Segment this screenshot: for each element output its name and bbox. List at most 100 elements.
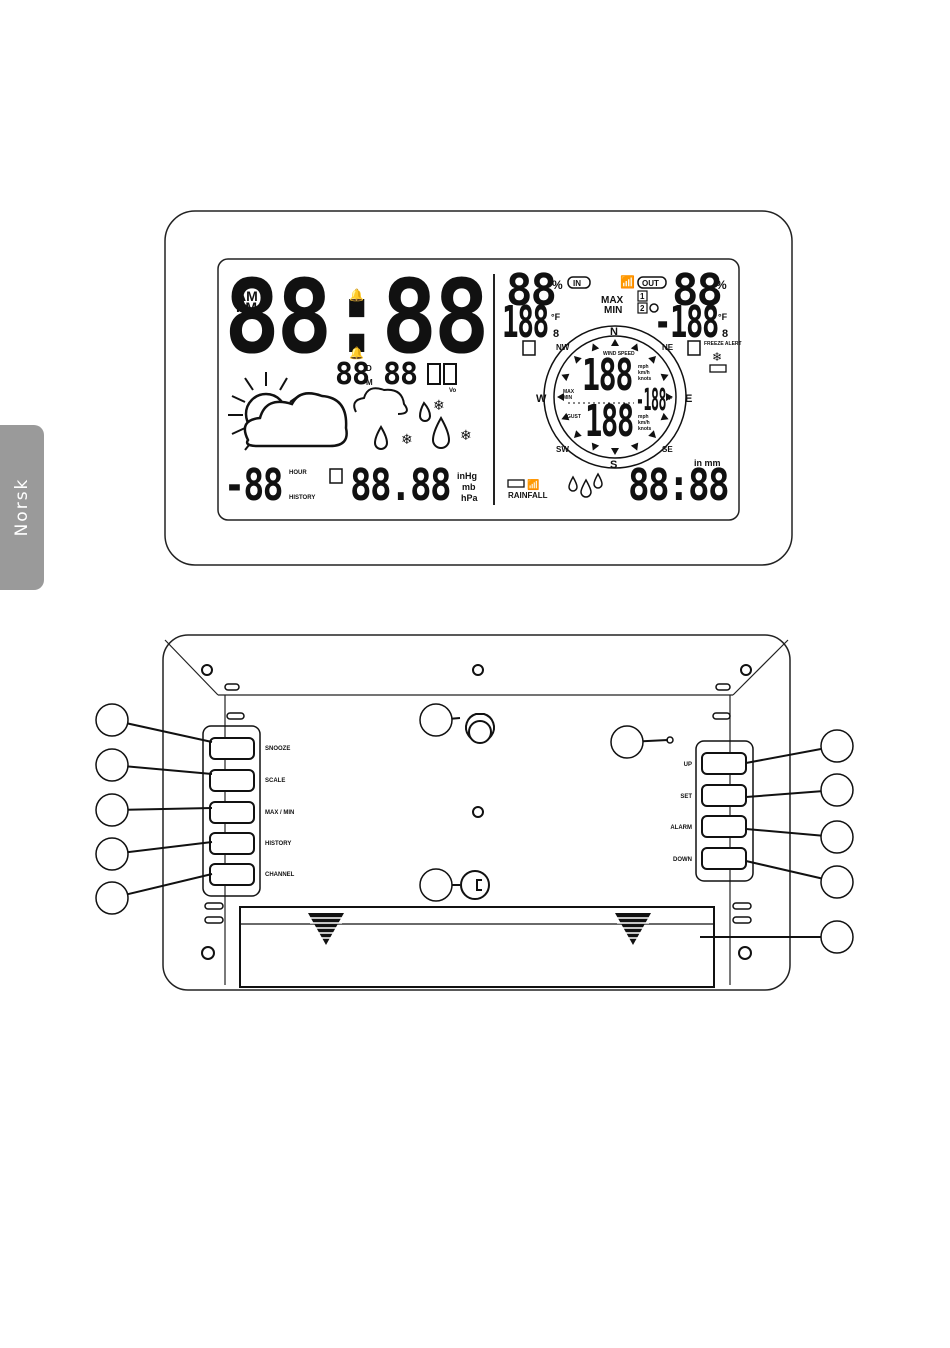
- back-button-right-label-1: UP: [684, 762, 692, 768]
- back-button-label-1: SNOOZE: [265, 746, 290, 752]
- screw-icons: [201, 664, 752, 960]
- wind-speed: 188: [582, 350, 632, 401]
- compass-pointer-segment: [573, 355, 582, 364]
- callout-circle: [419, 703, 453, 737]
- wind-chill-unit: °F: [667, 396, 672, 402]
- svg-text:❄: ❄: [460, 427, 472, 443]
- wind-speed-unit-mph: mph: [638, 364, 649, 370]
- outdoor-trend-icon: [687, 340, 701, 356]
- outdoor-humidity: 88: [672, 265, 721, 316]
- snowflake-icon: ❄ ❄ ❄: [401, 397, 472, 447]
- callout-circle: [95, 793, 129, 827]
- outdoor-temp-decimal: 8: [722, 328, 728, 340]
- back-button-5[interactable]: [209, 863, 255, 886]
- date-month: 88: [383, 357, 417, 392]
- indoor-temp: 188: [502, 297, 548, 348]
- compass-pointer-segment: [611, 339, 619, 346]
- callout-circle: [820, 820, 854, 854]
- back-button-right-4[interactable]: [701, 847, 747, 870]
- back-button-right-label-2: SET: [680, 794, 692, 800]
- compass-sw: SW: [556, 445, 569, 454]
- pressure-history-value: -88: [224, 460, 282, 511]
- svg-text:❄: ❄: [433, 397, 445, 413]
- date-m-mark: M: [366, 378, 373, 387]
- weekday-segment-2: [443, 363, 457, 385]
- pressure-unit-hpa: hPa: [461, 493, 479, 503]
- callout-circle: [419, 868, 453, 902]
- back-button-right-3[interactable]: [701, 815, 747, 838]
- wind-compass: N NE E SE S SW W NW: [536, 325, 692, 471]
- corner-line-tl: [164, 639, 219, 696]
- outdoor-max-label: MAX: [601, 295, 624, 306]
- compass-pointer-segment: [611, 448, 619, 455]
- compass-s: S: [610, 459, 617, 471]
- outdoor-badge: [637, 276, 667, 289]
- compass-pointer-segment: [648, 430, 657, 439]
- compass-pointer-segment: [648, 355, 657, 364]
- outdoor-temp: -188: [654, 297, 718, 348]
- callout-circle: [820, 729, 854, 763]
- back-button-right-label-3: ALARM: [670, 825, 692, 831]
- gust-speed: 188: [585, 396, 633, 447]
- compass-pointer-segment: [591, 343, 600, 352]
- back-button-right-label-4: DOWN: [673, 857, 692, 863]
- pressure-unit-inhg: inHg: [457, 471, 477, 481]
- indoor-badge-label: IN: [573, 279, 581, 288]
- cloud-rain-icon: [353, 387, 451, 450]
- compass-pointer-segment: [561, 373, 570, 382]
- outdoor-signal-icon: 📶: [620, 275, 635, 289]
- back-button-1[interactable]: [209, 737, 255, 760]
- back-button-label-5: CHANNEL: [265, 872, 295, 878]
- snooze-zz-1: Zz: [350, 305, 361, 316]
- svg-text:❄: ❄: [401, 431, 413, 447]
- freeze-snowflake-icon: ❄: [712, 350, 722, 364]
- left-button-panel: [202, 725, 261, 897]
- compass-pointer-segment: [591, 442, 600, 451]
- compass-pointer-segment: [573, 430, 582, 439]
- back-button-right-1[interactable]: [701, 752, 747, 775]
- right-button-panel: [695, 740, 754, 882]
- rain-value: 88:88: [628, 460, 728, 511]
- callout-circle: [95, 703, 129, 737]
- outdoor-humidity-pct: %: [716, 278, 727, 292]
- back-button-label-2: SCALE: [265, 778, 285, 784]
- power-jack-symbol: [476, 879, 482, 891]
- compass-n: N: [610, 326, 618, 338]
- compass-w: W: [536, 393, 547, 405]
- callout-circle: [820, 773, 854, 807]
- indoor-humidity-pct: %: [552, 278, 563, 292]
- back-button-4[interactable]: [209, 832, 255, 855]
- callout-leader-line: [111, 841, 213, 855]
- compass-pointer-segment: [660, 373, 669, 382]
- lcd-screen: [217, 258, 740, 521]
- outdoor-battery-icon: [709, 364, 727, 373]
- wind-speed-label: WIND SPEED: [603, 351, 635, 357]
- pressure-unit-mb: mb: [462, 482, 476, 492]
- rain-battery-icon: [507, 479, 525, 488]
- rain-drops-icon: [568, 472, 603, 498]
- alarm-bell-icon: 🔔: [349, 288, 364, 302]
- sun-cloud-icon: [228, 372, 348, 451]
- back-button-2[interactable]: [209, 769, 255, 792]
- pressure-value: 88.88: [350, 460, 450, 511]
- gust-unit-kmh: km/h: [638, 420, 650, 426]
- corner-line-tr: [732, 639, 789, 696]
- back-button-right-2[interactable]: [701, 784, 747, 807]
- back-button-3[interactable]: [209, 801, 255, 824]
- snooze-zz-2: Zz: [350, 335, 361, 346]
- gust-unit-mph: mph: [638, 414, 649, 420]
- hour-label: HOUR: [289, 470, 307, 476]
- channel-2: 2: [640, 304, 645, 313]
- weekday-code: Vo: [449, 388, 457, 394]
- power-jack-icon: [460, 870, 490, 900]
- front-view: AM PM 88:88 🔔 Zz Zz 🔔 88 D M 88 Vo: [164, 210, 793, 566]
- date-day: 88: [335, 357, 369, 392]
- freeze-alert-label: FREEZE ALERT: [704, 341, 742, 347]
- vent-slots: [204, 683, 752, 924]
- rainfall-label: RAINFALL: [508, 491, 548, 500]
- battery-cover-grip-icons: [308, 913, 651, 945]
- indoor-temp-decimal: 8: [553, 328, 559, 340]
- date-d-mark: D: [366, 364, 372, 373]
